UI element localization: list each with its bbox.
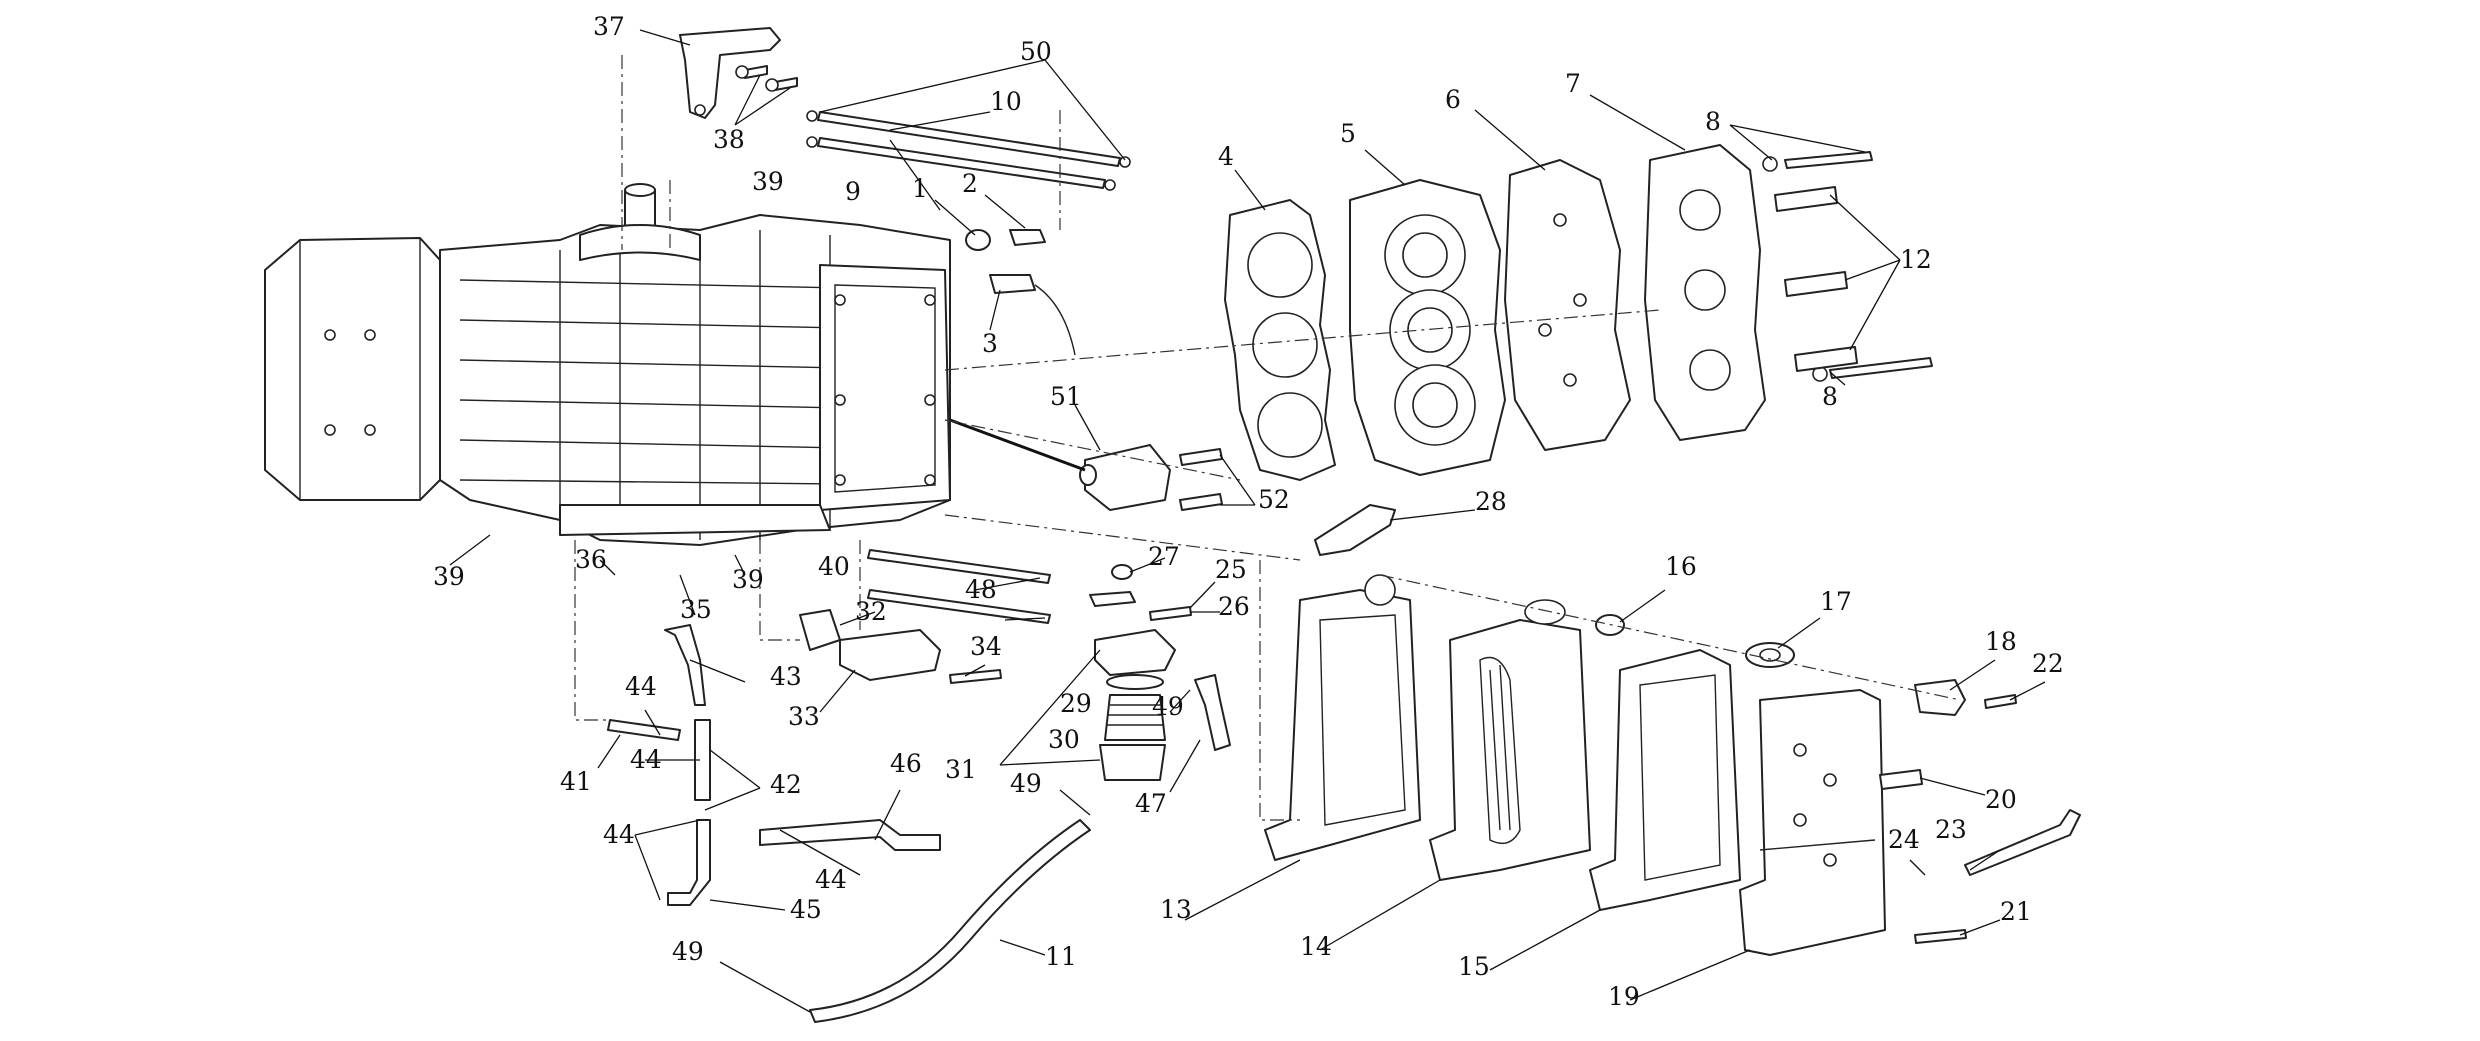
callout-49a: 49 bbox=[1152, 692, 1184, 721]
callout-10: 10 bbox=[990, 87, 1022, 116]
assembly-32-33-34 bbox=[799, 609, 1002, 684]
callout-44a: 44 bbox=[625, 672, 657, 701]
callout-11: 11 bbox=[1045, 942, 1077, 971]
hose-47 bbox=[1194, 674, 1231, 751]
callout-9: 9 bbox=[845, 177, 861, 206]
rods-9-10 bbox=[806, 110, 1131, 191]
callout-44d: 44 bbox=[815, 865, 847, 894]
callout-labels: 1 2 3 4 5 6 7 8 8 9 10 11 12 13 14 15 16… bbox=[433, 12, 2064, 1011]
rod-48-parts-25-27 bbox=[867, 549, 1192, 624]
callout-44b: 44 bbox=[630, 745, 662, 774]
fittings-1-2-3 bbox=[965, 229, 1076, 356]
gasket-6 bbox=[1504, 159, 1631, 451]
callout-47: 47 bbox=[1135, 789, 1167, 818]
callout-33: 33 bbox=[788, 702, 820, 731]
gasket-4 bbox=[1224, 199, 1336, 481]
hoses-41-45 bbox=[607, 624, 941, 906]
callout-16: 16 bbox=[1665, 552, 1697, 581]
callout-22: 22 bbox=[2032, 649, 2064, 678]
callout-39a: 39 bbox=[752, 167, 784, 196]
hose-11 bbox=[809, 819, 1091, 1023]
callout-27: 27 bbox=[1148, 542, 1180, 571]
assembly-guide-lines bbox=[574, 55, 1961, 821]
callout-30: 30 bbox=[1048, 725, 1080, 754]
callout-36: 36 bbox=[575, 545, 607, 574]
callout-32: 32 bbox=[855, 597, 887, 626]
callout-39c: 39 bbox=[732, 565, 764, 594]
callout-37: 37 bbox=[593, 12, 625, 41]
cylinder-head-5 bbox=[1349, 179, 1506, 476]
engine-block bbox=[264, 183, 951, 546]
callout-19: 19 bbox=[1608, 982, 1640, 1011]
callout-18: 18 bbox=[1985, 627, 2017, 656]
callout-49b: 49 bbox=[1010, 769, 1042, 798]
bolts-20-21-22 bbox=[1879, 694, 2017, 944]
leader-lines bbox=[449, 29, 2046, 1013]
callout-5: 5 bbox=[1340, 119, 1356, 148]
callout-12: 12 bbox=[1900, 245, 1932, 274]
callout-4: 4 bbox=[1218, 142, 1234, 171]
part-28 bbox=[1314, 504, 1396, 556]
spark-plugs-12 bbox=[1774, 186, 1858, 372]
callout-35: 35 bbox=[680, 595, 712, 624]
component-51 bbox=[949, 418, 1223, 511]
callout-41: 41 bbox=[560, 767, 592, 796]
callout-46: 46 bbox=[890, 749, 922, 778]
head-cover-7 bbox=[1644, 144, 1766, 441]
callout-17: 17 bbox=[1820, 587, 1852, 616]
callout-21: 21 bbox=[2000, 897, 2032, 926]
callout-8b: 8 bbox=[1822, 382, 1838, 411]
callout-15: 15 bbox=[1458, 952, 1490, 981]
callout-38: 38 bbox=[713, 125, 745, 154]
callout-13: 13 bbox=[1160, 895, 1192, 924]
plate-15 bbox=[1589, 649, 1741, 911]
callout-8a: 8 bbox=[1705, 107, 1721, 136]
callout-26: 26 bbox=[1218, 592, 1250, 621]
plate-19 bbox=[1739, 689, 1886, 956]
callout-34: 34 bbox=[970, 632, 1002, 661]
callout-49c: 49 bbox=[672, 937, 704, 966]
callout-20: 20 bbox=[1985, 785, 2017, 814]
callout-43: 43 bbox=[770, 662, 802, 691]
callout-25: 25 bbox=[1215, 555, 1247, 584]
callout-39b: 39 bbox=[433, 562, 465, 591]
plate-14 bbox=[1429, 599, 1591, 881]
callout-51: 51 bbox=[1050, 382, 1082, 411]
callout-1: 1 bbox=[912, 174, 928, 203]
callout-28: 28 bbox=[1475, 487, 1507, 516]
callout-50: 50 bbox=[1020, 37, 1052, 66]
callout-6: 6 bbox=[1445, 85, 1461, 114]
callout-24: 24 bbox=[1888, 825, 1920, 854]
callout-29: 29 bbox=[1060, 689, 1092, 718]
callout-40: 40 bbox=[818, 552, 850, 581]
pump-29-30-31 bbox=[1094, 629, 1176, 781]
callout-52: 52 bbox=[1258, 485, 1290, 514]
callout-23: 23 bbox=[1935, 815, 1967, 844]
callout-42: 42 bbox=[770, 770, 802, 799]
bolts-8 bbox=[1762, 151, 1933, 382]
callout-31: 31 bbox=[945, 755, 977, 784]
plate-13 bbox=[1264, 574, 1421, 861]
hose-23 bbox=[1964, 809, 2081, 876]
callout-7: 7 bbox=[1565, 69, 1581, 98]
bracket-37 bbox=[679, 27, 798, 119]
callout-14: 14 bbox=[1300, 932, 1332, 961]
callout-3: 3 bbox=[982, 329, 998, 358]
callout-48: 48 bbox=[965, 575, 997, 604]
callout-44c: 44 bbox=[603, 820, 635, 849]
callout-45: 45 bbox=[790, 895, 822, 924]
callout-2: 2 bbox=[962, 169, 978, 198]
